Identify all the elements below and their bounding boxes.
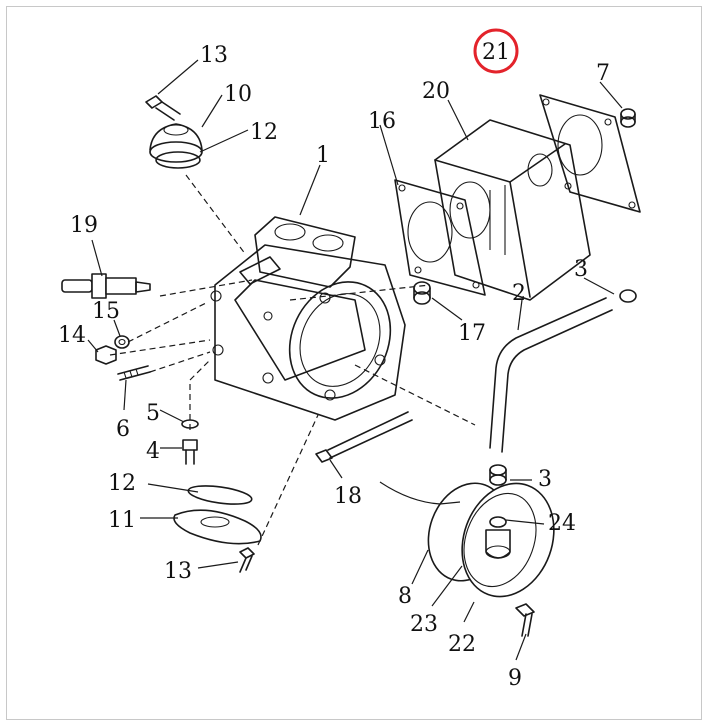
dowel-17 <box>413 281 431 305</box>
cover-11 <box>173 509 262 545</box>
callout-13-bottom: 13 <box>164 559 192 584</box>
gasket-16 <box>394 179 486 296</box>
callout-23: 23 <box>410 612 438 637</box>
callout-10: 10 <box>224 82 252 107</box>
callout-1: 1 <box>316 143 330 168</box>
hose-2 <box>489 297 613 453</box>
callout-13-top: 13 <box>200 43 228 68</box>
long-bolt-18 <box>315 411 413 463</box>
callout-5: 5 <box>146 401 160 426</box>
gasket-21 <box>539 94 641 213</box>
callout-12-bottom: 12 <box>108 471 136 496</box>
callout-21: 21 <box>482 40 510 65</box>
callout-6: 6 <box>116 417 130 442</box>
leader-lines <box>87 59 623 661</box>
stud-6 <box>117 365 151 381</box>
cylinder-head-1 <box>210 216 406 421</box>
clamp-3-bottom <box>489 464 507 486</box>
callout-9: 9 <box>508 666 522 691</box>
callout-3-top: 3 <box>574 257 588 282</box>
cap-10-top <box>149 123 203 169</box>
fitting-24 <box>485 516 511 559</box>
callout-4: 4 <box>146 439 160 464</box>
bolt-4 <box>182 439 198 465</box>
spark-plug-19 <box>61 273 151 299</box>
callout-2: 2 <box>512 281 526 306</box>
washer-15 <box>114 335 130 349</box>
diagram-frame <box>6 6 702 720</box>
callout-3-bottom: 3 <box>538 467 552 492</box>
callout-24: 24 <box>548 511 576 536</box>
bolt-13-top <box>145 95 181 121</box>
callout-14: 14 <box>58 323 86 348</box>
cylinder-block-20 <box>434 119 591 301</box>
nut-14 <box>95 345 117 365</box>
callout-20: 20 <box>422 79 450 104</box>
callout-11: 11 <box>108 508 136 533</box>
bolt-13-bottom <box>239 547 255 573</box>
callout-labels: 13 10 12 1 19 15 14 6 5 4 12 11 13 16 20… <box>58 40 610 691</box>
callout-17: 17 <box>458 321 486 346</box>
highlight-circle <box>473 28 519 74</box>
callout-12-top: 12 <box>250 120 278 145</box>
gasket-12-lower <box>187 485 253 505</box>
callout-18: 18 <box>334 484 362 509</box>
callout-19: 19 <box>70 213 98 238</box>
callout-22: 22 <box>448 632 476 657</box>
callout-8: 8 <box>398 584 412 609</box>
callout-7: 7 <box>596 61 610 86</box>
assembly-lines <box>109 174 476 546</box>
clamp-3-top <box>619 289 637 303</box>
callout-15: 15 <box>92 299 120 324</box>
bolt-9 <box>515 603 535 637</box>
callout-16: 16 <box>368 109 396 134</box>
dowel-7 <box>620 108 636 128</box>
